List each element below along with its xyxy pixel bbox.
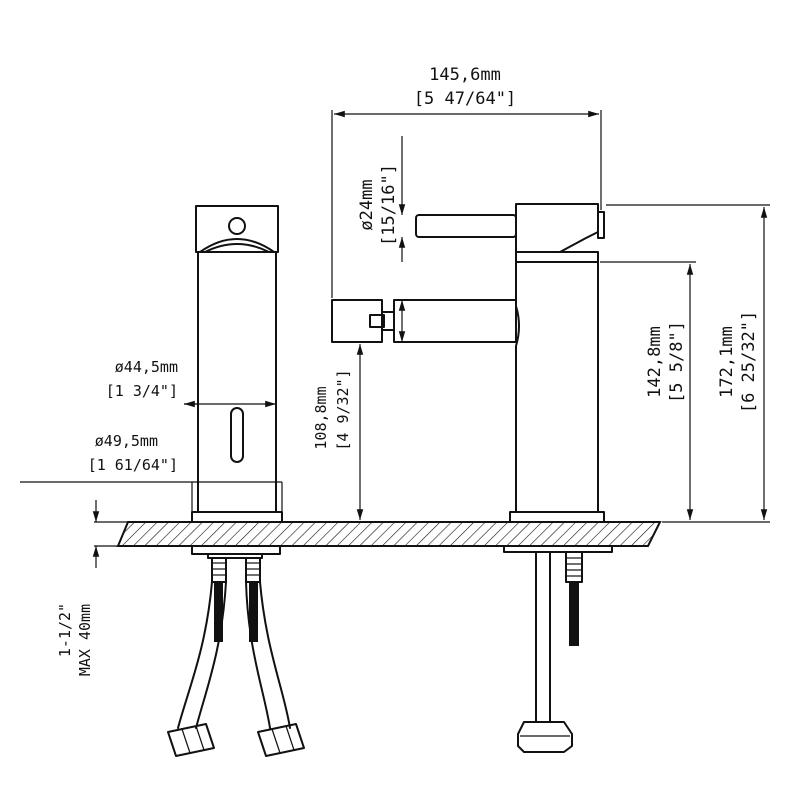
body-diameter-imperial: [1 3/4"] — [106, 382, 178, 400]
total-width-imperial: [5 47/64"] — [414, 89, 516, 109]
body-diameter-metric: ø44,5mm — [115, 358, 178, 376]
side-view-faucet — [167, 205, 305, 757]
base-diameter-imperial: [1 61/64"] — [88, 456, 178, 474]
countertop-deck — [116, 521, 662, 547]
total-width-metric: 145,6mm — [429, 65, 501, 85]
spout-height-metric: 108,8mm — [312, 386, 330, 449]
dimension-lines — [20, 110, 770, 568]
base-diameter-metric: ø49,5mm — [95, 432, 158, 450]
front-view-faucet — [331, 203, 613, 753]
handle-diameter-metric: ø24mm — [357, 179, 377, 230]
sensor-window-icon — [230, 407, 244, 463]
dimension-labels: 145,6mm [5 47/64"] ø24mm [15/16"] ø44,5m… — [56, 65, 759, 676]
deck-thickness-metric: MAX 40mm — [76, 604, 94, 676]
deck-thickness-imperial: 1-1/2" — [56, 603, 74, 657]
spout-height-imperial: [4 9/32"] — [334, 369, 352, 450]
overall-height-metric: 172,1mm — [717, 326, 737, 398]
handle-diameter-imperial: [15/16"] — [379, 164, 399, 246]
body-height-imperial: [5 5/8"] — [667, 321, 687, 403]
body-height-metric: 142,8mm — [645, 326, 665, 398]
overall-height-imperial: [6 25/32"] — [739, 311, 759, 413]
